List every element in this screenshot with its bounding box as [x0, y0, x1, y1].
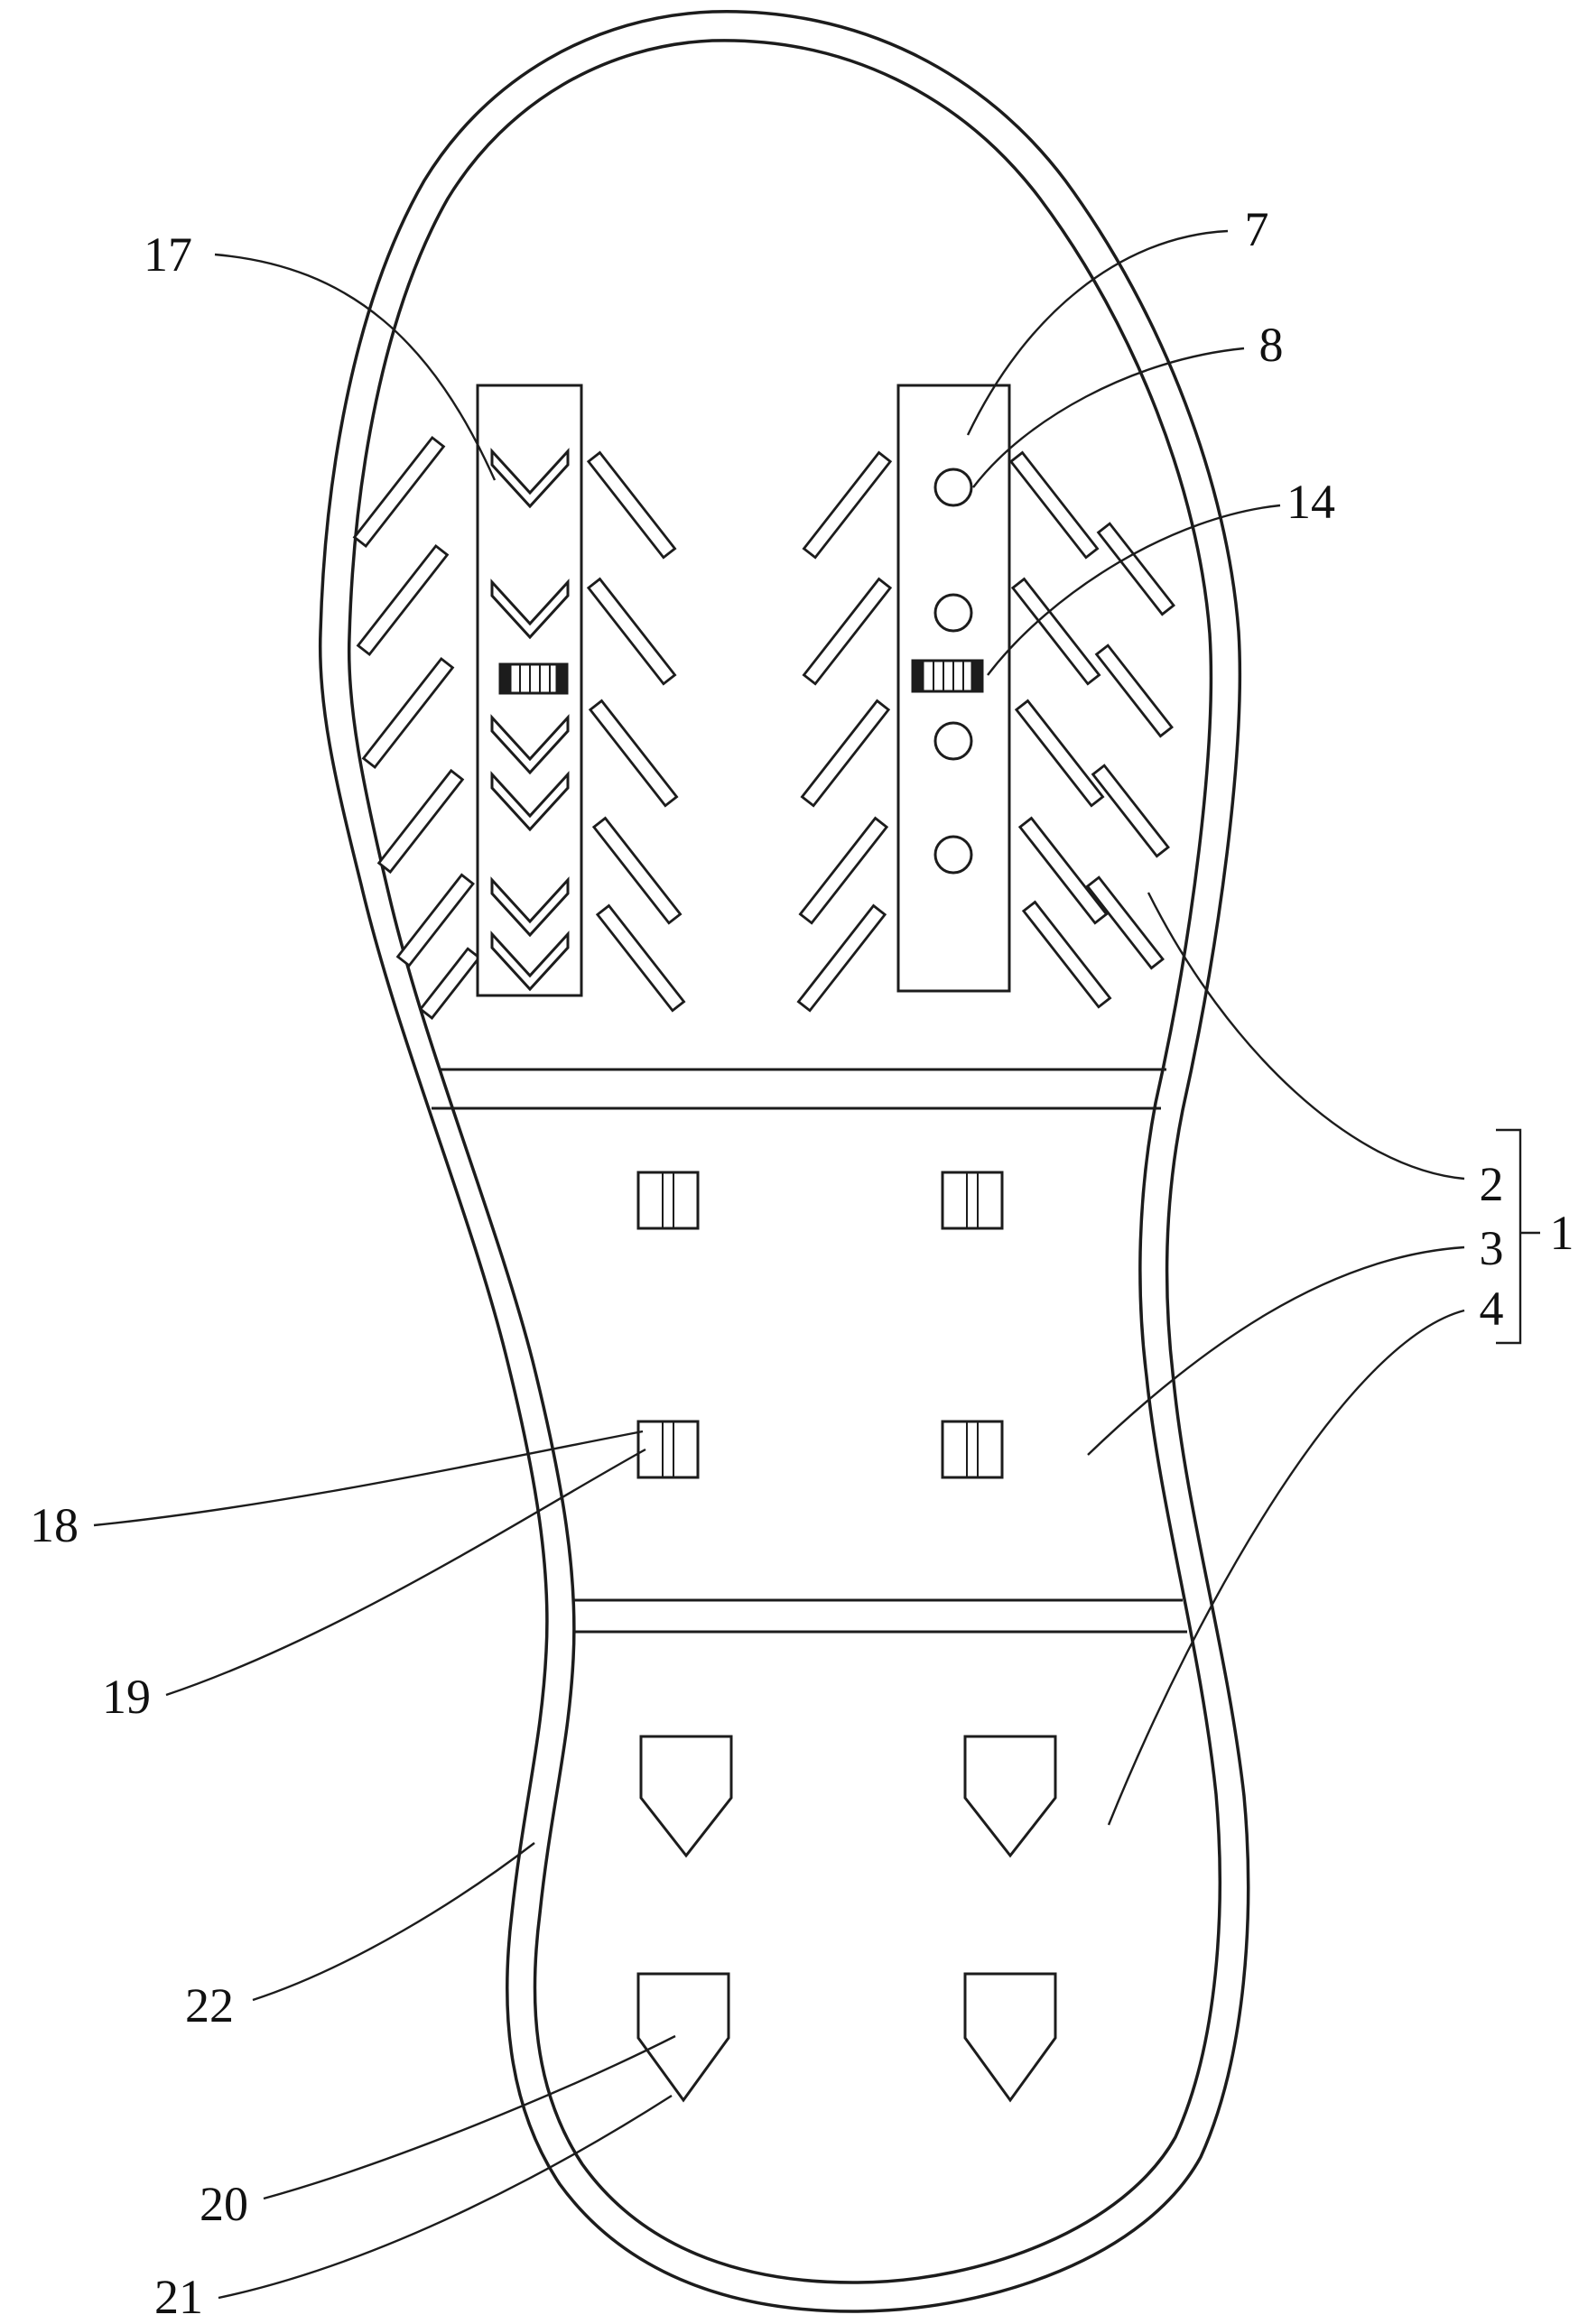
leader-line-18 [93, 1430, 644, 1527]
sole-outer-outline [318, 10, 1250, 2313]
region-dividers [432, 1068, 1187, 1634]
tread-slash [1010, 577, 1101, 686]
leader-line-22 [252, 1842, 535, 2002]
spike-hole [933, 835, 973, 875]
leader-lines [93, 229, 1540, 2300]
label-7: 7 [1245, 202, 1269, 256]
heel-cleat-pentagon [636, 1972, 730, 2103]
left-tread-strip [476, 384, 583, 997]
tread-slashes-center-gap [586, 450, 893, 1013]
tread-slash [796, 903, 887, 1013]
hatched-insert-cap [913, 661, 924, 691]
tread-slash [1094, 643, 1174, 738]
tread-slash [376, 768, 465, 875]
tread-slash [352, 435, 446, 549]
midfoot-cleats [636, 1171, 1004, 1479]
leader-line-8 [972, 347, 1245, 488]
leader-line-19 [165, 1448, 646, 1697]
label-21: 21 [154, 2270, 203, 2324]
midfoot-cleat [636, 1171, 700, 1230]
leader-line-17 [214, 253, 497, 481]
tread-slash [1017, 816, 1109, 925]
tread-slash [800, 699, 891, 808]
spike-hole [933, 593, 973, 633]
tread-slash [395, 873, 475, 968]
hatched-insert-cap [555, 664, 567, 693]
leader-line-21 [218, 2094, 673, 2300]
label-3: 3 [1480, 1221, 1504, 1275]
label-20: 20 [200, 2177, 248, 2231]
tread-slash [418, 947, 481, 1020]
chevron-groove [490, 876, 570, 938]
left-strip-hatched-insert [498, 662, 569, 695]
chevron-groove [490, 931, 570, 992]
chevron-groove [490, 448, 570, 509]
label-2: 2 [1480, 1157, 1504, 1211]
tread-slash [595, 903, 686, 1013]
tread-slash [802, 450, 893, 560]
label-4: 4 [1480, 1282, 1504, 1336]
tread-slash [1096, 522, 1175, 616]
tread-slash [798, 816, 889, 925]
tread-slash [802, 577, 893, 686]
leader-line-20 [263, 2034, 676, 2200]
midfoot-cleat-body [941, 1171, 1004, 1230]
chevron-groove [490, 714, 570, 775]
midfoot-cleat-body [941, 1420, 1004, 1479]
tread-slashes-right-gap [1008, 450, 1175, 1009]
midfoot-cleat [636, 1420, 700, 1479]
reference-labels: 17 7 8 14 2 3 4 1 18 19 22 20 21 [30, 202, 1574, 2324]
right-tread-strip [896, 384, 1011, 993]
tread-slash [586, 450, 677, 560]
tread-slash [1014, 699, 1105, 808]
sole-inner-outline [347, 39, 1221, 2284]
right-strip-hatched-insert [911, 659, 984, 693]
midfoot-cleat [941, 1171, 1004, 1230]
tread-slash [361, 656, 455, 770]
hatched-insert-frame [911, 659, 984, 693]
midfoot-cleat-body [636, 1171, 700, 1230]
tread-slash [1008, 450, 1100, 560]
leader-line-7 [966, 229, 1229, 436]
label-17: 17 [144, 227, 192, 282]
tread-slash [588, 699, 679, 808]
tread-slash [1085, 875, 1165, 970]
hatched-insert-cap [500, 664, 512, 693]
leader-line-14 [987, 504, 1281, 676]
spike-hole [933, 721, 973, 761]
heel-cleat-pentagon [963, 1972, 1057, 2103]
leader-line-2 [1147, 892, 1465, 1181]
tread-slash [586, 577, 677, 686]
label-1: 1 [1550, 1206, 1574, 1260]
tread-slash [591, 816, 683, 925]
tread-slash [1021, 900, 1112, 1009]
label-14: 14 [1286, 475, 1335, 529]
label-18: 18 [30, 1498, 79, 1552]
leader-line-4 [1107, 1309, 1465, 1826]
heel-cleat-pentagon [639, 1735, 733, 1858]
tread-slash [1091, 764, 1170, 858]
leader-line-3 [1087, 1245, 1465, 1456]
forefoot-tread [352, 384, 1175, 1020]
label-22: 22 [185, 1978, 234, 2032]
tread-slash [356, 543, 450, 657]
sole-outline [318, 10, 1250, 2313]
heel-cleats [636, 1735, 1057, 2103]
tread-slashes-left-gap [352, 435, 481, 1020]
hatched-insert-cap [970, 661, 982, 691]
midfoot-cleat-body [636, 1420, 700, 1479]
spike-hole [933, 468, 973, 507]
chevron-groove [490, 771, 570, 832]
heel-cleat-pentagon [963, 1735, 1057, 1858]
chevron-groove [490, 579, 570, 640]
bracket-for-1 [1496, 1128, 1522, 1345]
midfoot-cleat [941, 1420, 1004, 1479]
label-8: 8 [1259, 318, 1284, 372]
label-19: 19 [102, 1670, 151, 1724]
